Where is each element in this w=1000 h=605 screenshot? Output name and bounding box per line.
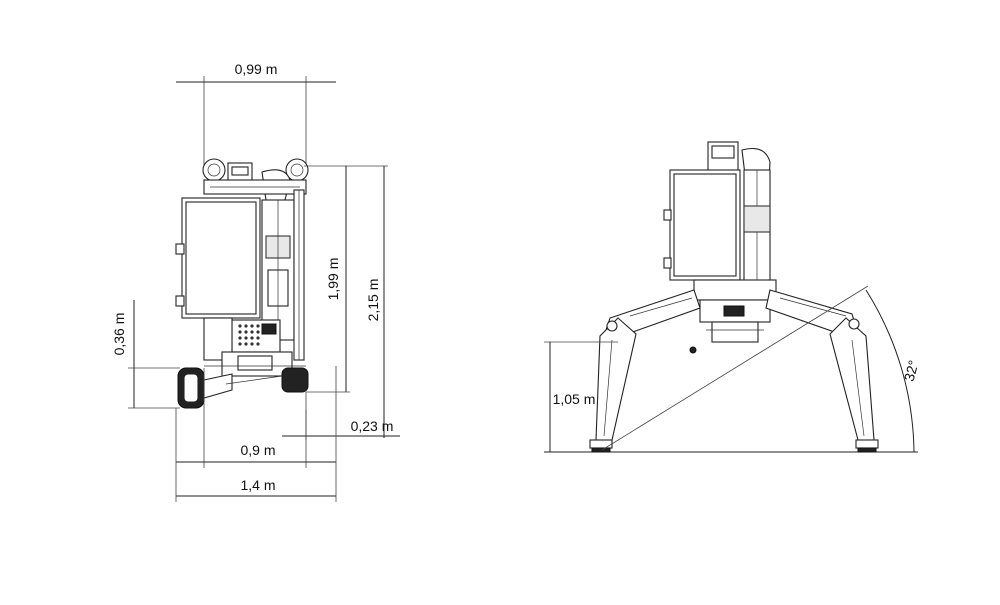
machine-body-front (663, 141, 777, 354)
label-offset: 0,23 m (351, 418, 394, 434)
side-view: 0,99 m (111, 61, 400, 502)
dim-angle: 32° (601, 285, 922, 453)
engine-grille (238, 324, 260, 346)
dim-clearance: 0,36 m (111, 300, 180, 409)
label-outrigger-height: 1,05 m (553, 391, 596, 407)
label-angle: 32° (901, 358, 922, 383)
label-height-199: 1,99 m (325, 258, 341, 301)
dim-heights: 1,99 m 2,15 m (304, 165, 388, 438)
label-clearance: 0,36 m (111, 313, 127, 356)
dim-outrigger-height: 1,05 m (544, 341, 618, 452)
label-top-width: 0,99 m (235, 61, 278, 77)
dim-overall-width: 1,4 m (175, 366, 337, 502)
machine-body-side (175, 158, 309, 409)
label-overall-width: 1,4 m (240, 477, 275, 493)
outrigger-left (589, 289, 701, 453)
label-track-width: 0,9 m (240, 442, 275, 458)
dim-track-width: 0,9 m (176, 368, 336, 468)
front-view: 1,05 m 32° (544, 141, 922, 453)
dim-offset: 0,23 m (282, 392, 400, 440)
label-height-215: 2,15 m (365, 279, 381, 322)
dim-top-width: 0,99 m (176, 61, 336, 170)
outrigger-right (765, 289, 879, 453)
